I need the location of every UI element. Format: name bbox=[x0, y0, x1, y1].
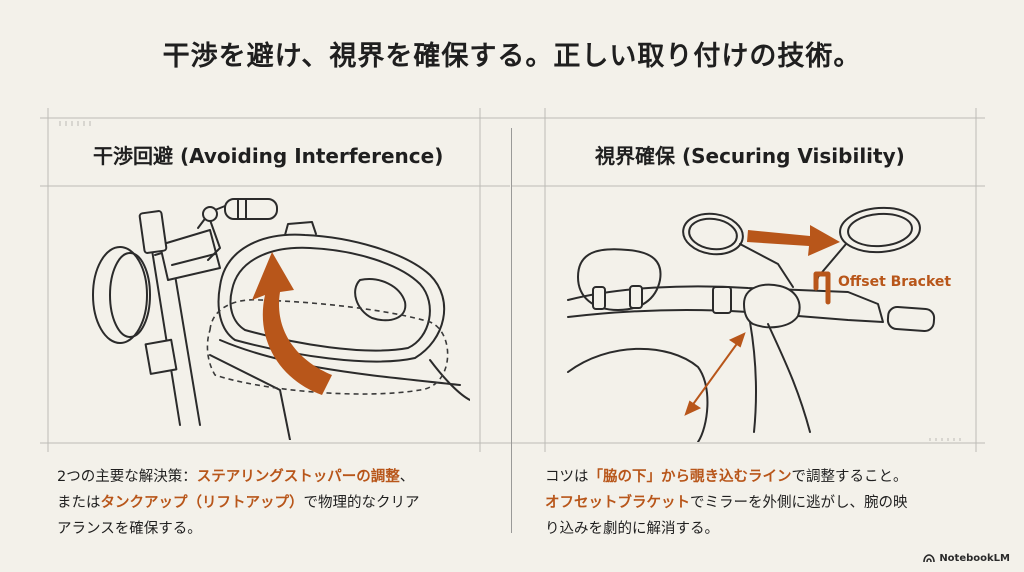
left-panel-title: 干渉回避 (Avoiding Interference) bbox=[93, 144, 444, 168]
right-caption: コツは「脇の下」から覗き込むラインで調整すること。 オフセットブラケットでミラー… bbox=[545, 464, 908, 542]
left-caption-line-2: またはタンクアップ（リフトアップ）で物理的なクリア bbox=[57, 495, 420, 511]
panel-divider bbox=[511, 128, 512, 533]
left-caption-line-1: 2つの主要な解決策：ステアリングストッパーの調整、 bbox=[57, 469, 415, 485]
handlebar-mirror-illustration bbox=[567, 206, 936, 442]
left-caption: 2つの主要な解決策：ステアリングストッパーの調整、 またはタンクアップ（リフトア… bbox=[57, 464, 420, 542]
notebooklm-logo-icon bbox=[923, 554, 936, 563]
offset-bracket-label: Offset Bracket bbox=[838, 274, 952, 290]
right-caption-line-1: コツは「脇の下」から覗き込むラインで調整すること。 bbox=[545, 469, 908, 485]
left-caption-line-3: アランスを確保する。 bbox=[57, 521, 202, 537]
right-caption-line-2: オフセットブラケットでミラーを外側に逃がし、腕の映 bbox=[545, 495, 908, 511]
motorcycle-front-illustration bbox=[92, 198, 470, 440]
brand-name: NotebookLM bbox=[939, 553, 1010, 564]
brand-watermark: NotebookLM bbox=[923, 553, 1010, 564]
right-panel-title: 視界確保 (Securing Visibility) bbox=[595, 144, 905, 168]
right-caption-line-3: り込みを劇的に解消する。 bbox=[545, 521, 719, 537]
page-title: 干渉を避け、視界を確保する。正しい取り付けの技術。 bbox=[162, 41, 862, 72]
